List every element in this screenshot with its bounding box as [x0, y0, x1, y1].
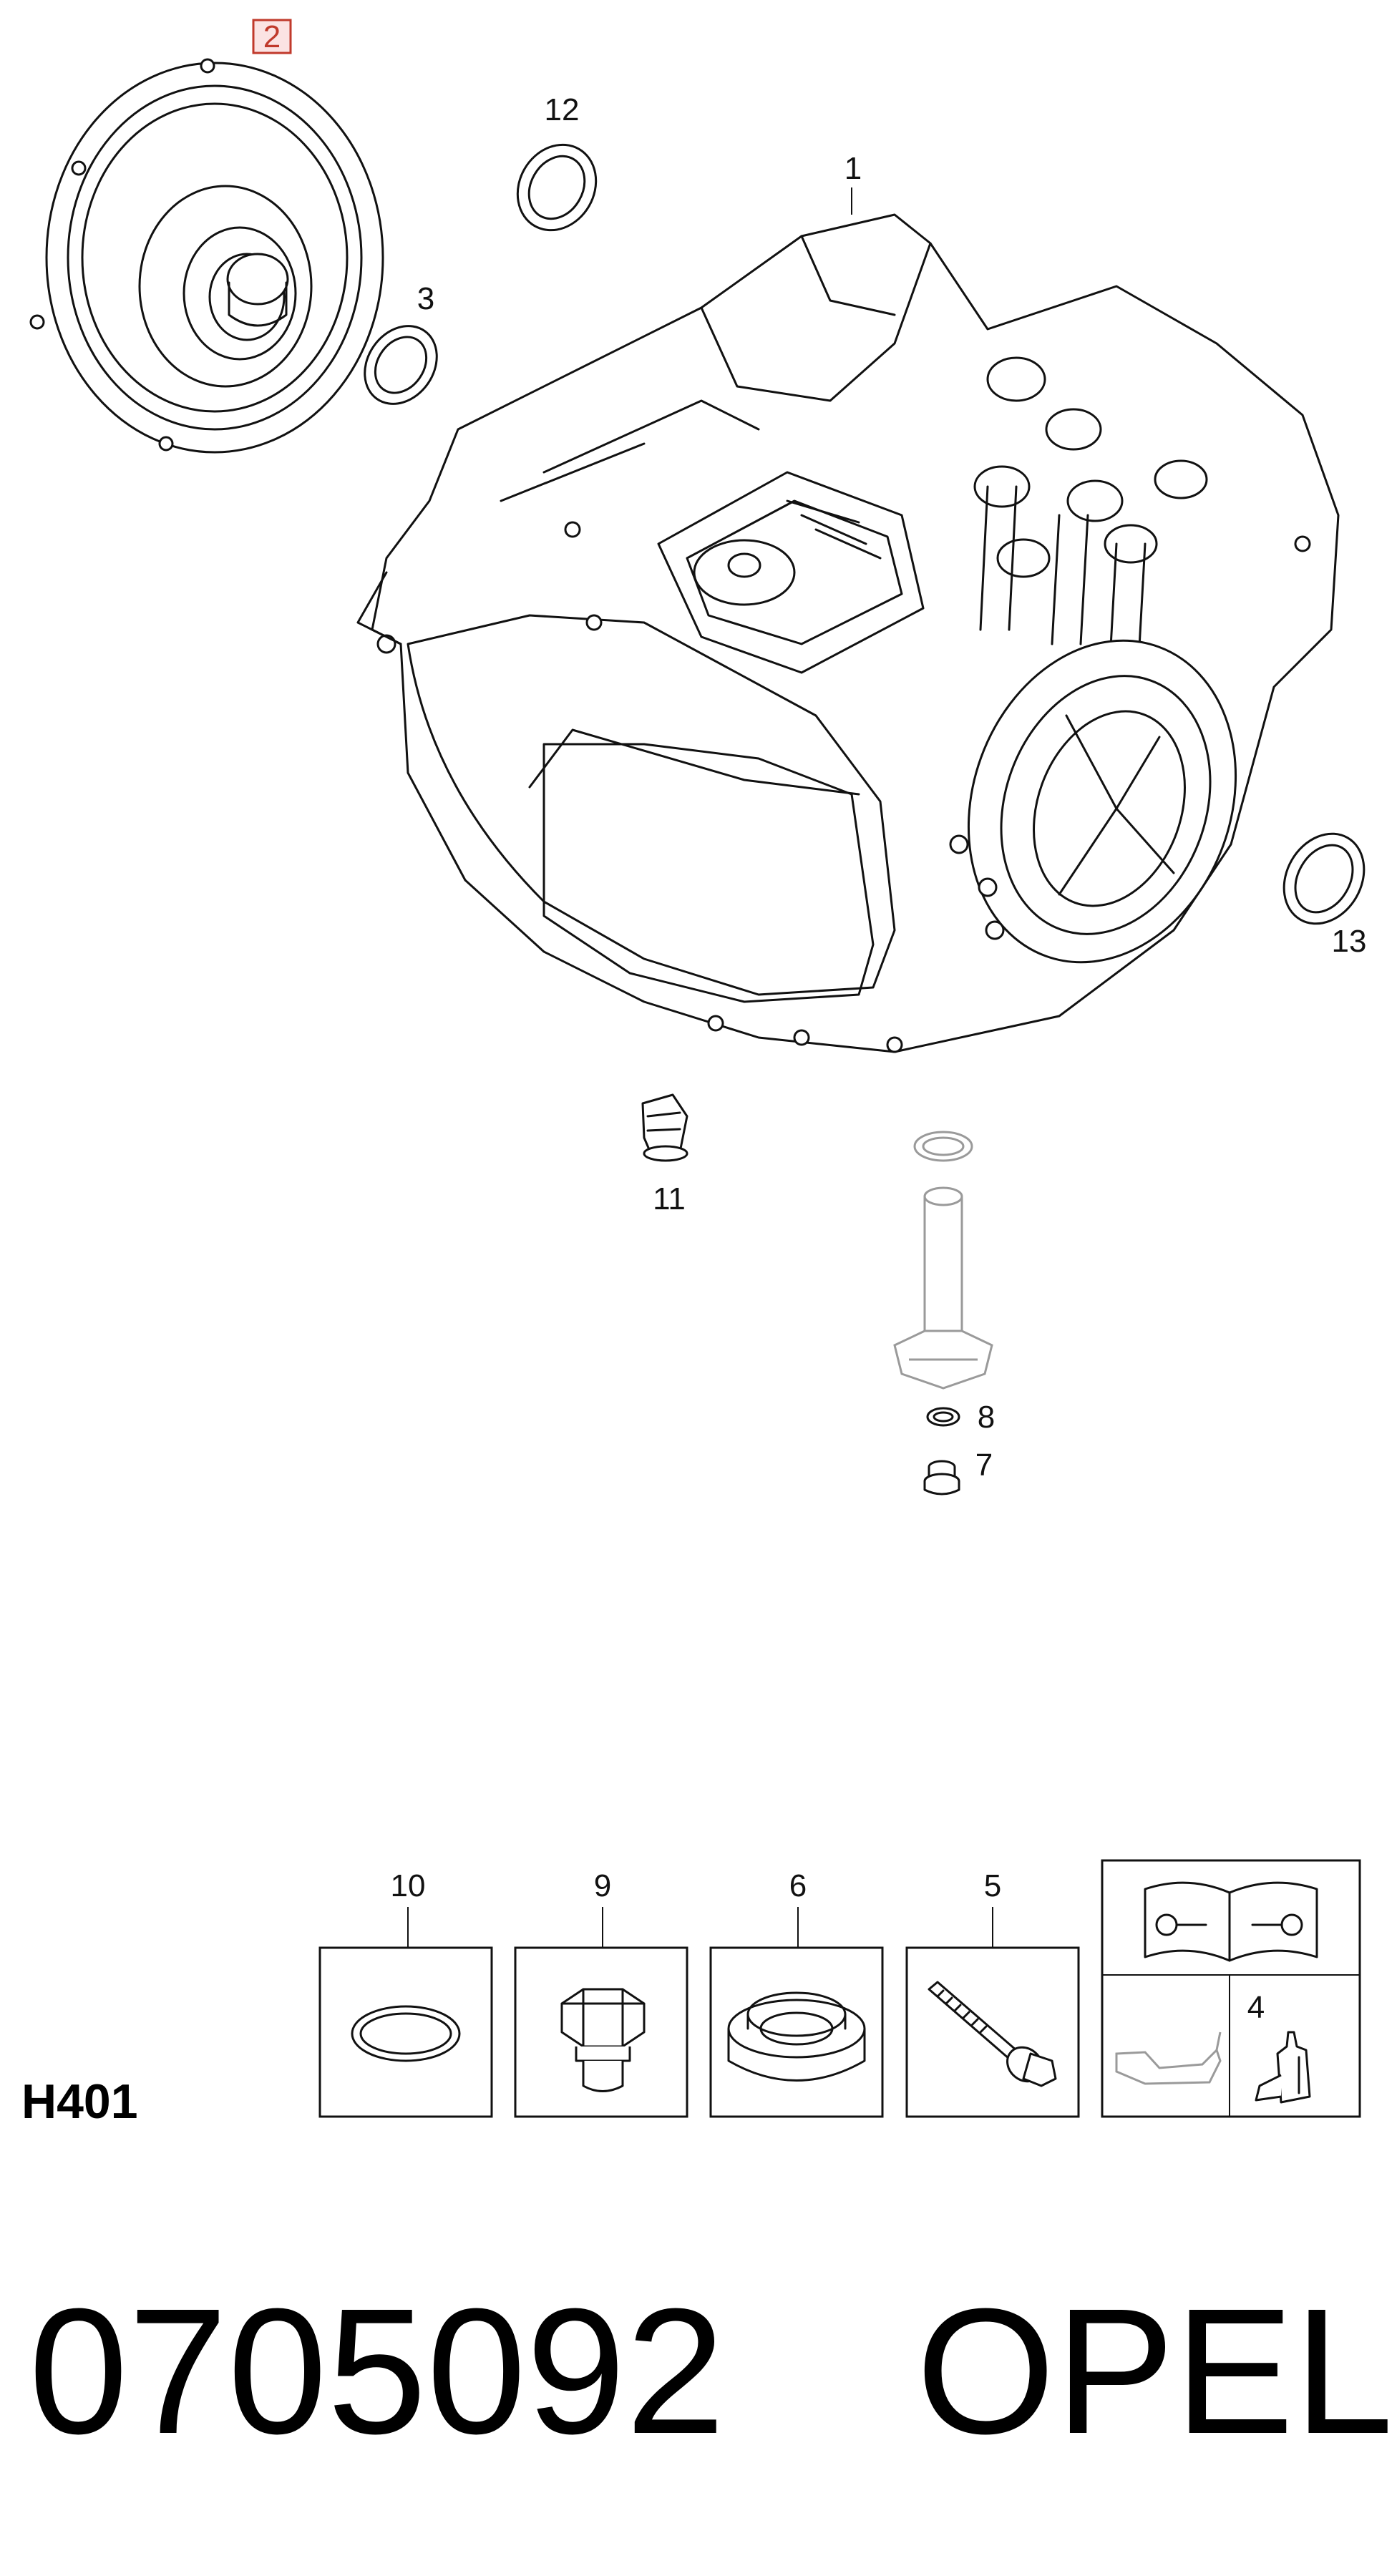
- callout-7: 7: [975, 1448, 993, 1483]
- callout-5: 5: [984, 1868, 1001, 1903]
- callout-9: 9: [594, 1868, 611, 1903]
- callout-4: 4: [1247, 1990, 1265, 2025]
- brand-name: OPEL: [916, 2271, 1393, 2471]
- seal-ring-icon: [364, 325, 438, 405]
- transmission-assembly-icon: [356, 213, 1340, 1053]
- callout-12: 12: [545, 92, 580, 127]
- service-info-box[interactable]: 4: [1101, 1859, 1361, 2118]
- plug-icon: [560, 1988, 646, 2092]
- callout-2: 2: [263, 19, 281, 54]
- seal-ring-icon: [516, 143, 598, 232]
- plug-icon: [923, 1460, 960, 1496]
- sealant-bottle-icon: [1255, 2031, 1311, 2104]
- seal-ring-icon: [727, 1991, 866, 2082]
- callout-10: 10: [391, 1868, 426, 1903]
- dipstick-tube-icon: [893, 1131, 993, 1390]
- seal-ring-icon: [1282, 832, 1366, 925]
- torque-converter-icon: [29, 58, 384, 454]
- section-code: H401: [21, 2074, 138, 2129]
- callout-6: 6: [789, 1868, 807, 1903]
- manual-book-icon: [1144, 1881, 1318, 1962]
- part-box-9[interactable]: [514, 1946, 688, 2118]
- part-box-10[interactable]: [318, 1946, 493, 2118]
- part-number: 0705092: [29, 2271, 725, 2471]
- part-box-5[interactable]: [905, 1946, 1080, 2118]
- callout-13: 13: [1332, 924, 1367, 959]
- callout-box-2[interactable]: 2: [252, 19, 292, 54]
- bolt-icon: [928, 1981, 1057, 2087]
- callout-11: 11: [653, 1181, 686, 1216]
- plug-icon: [641, 1093, 688, 1162]
- callout-3: 3: [417, 281, 434, 316]
- callout-8: 8: [978, 1400, 995, 1435]
- seal-ring-icon: [351, 2005, 461, 2062]
- seal-ring-icon: [926, 1407, 960, 1427]
- part-box-6[interactable]: [709, 1946, 884, 2118]
- callout-1: 1: [844, 151, 862, 186]
- oil-can-icon: [1115, 2031, 1222, 2085]
